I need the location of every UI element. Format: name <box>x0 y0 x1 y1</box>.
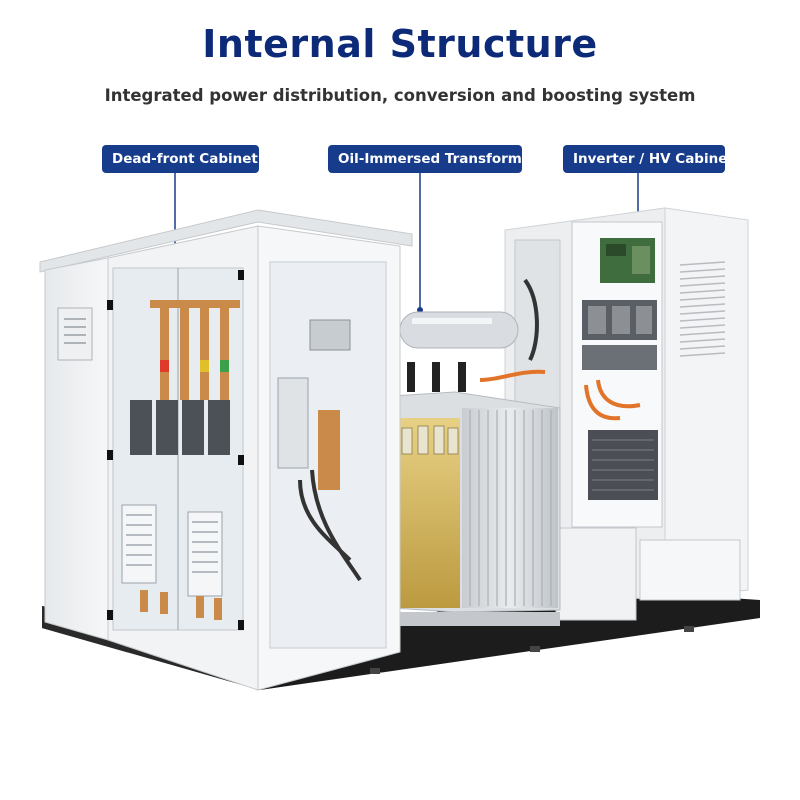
callout-inverter-hv-cabinet: Inverter / HV Cabinet <box>563 145 734 173</box>
dead-front-cabinet <box>39 209 413 691</box>
page-title: Internal Structure <box>202 22 598 66</box>
inverter-hv-cabinet <box>504 207 749 621</box>
callout-oil-immersed-transformer: Oil-Immersed Transformer <box>328 145 538 173</box>
louvre-vents <box>121 504 223 597</box>
callout-dead-front-cabinet: Dead-front Cabinet <box>102 145 259 173</box>
page-subtitle: Integrated power distribution, conversio… <box>104 86 696 105</box>
oil-immersed-transformer <box>361 311 561 626</box>
